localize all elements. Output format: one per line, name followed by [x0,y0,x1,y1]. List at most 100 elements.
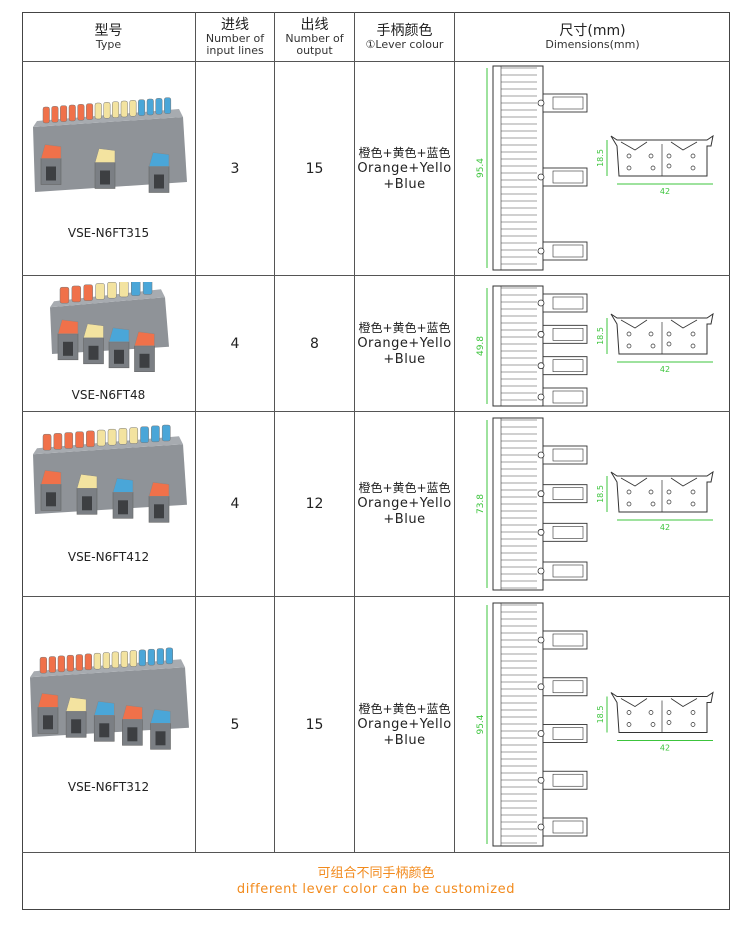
side-view-hole [626,331,632,337]
product-image [50,282,169,372]
length-dimension-label: 49.8 [476,336,486,356]
side-view-hole [648,710,654,715]
model-name: VSE-N6FT315 [67,226,150,240]
height-dimension-label: 18.5 [596,327,605,345]
product-image [32,424,187,523]
side-view-hole [690,153,696,159]
output-lever [118,428,127,445]
output-lever [63,432,73,449]
side-view-hole [690,489,696,495]
output-lever [94,102,102,120]
header-output-cn: 出线 [300,16,329,33]
input-hole [153,174,164,189]
output-lever [165,647,173,665]
input-hole [99,723,110,738]
column-divider [354,12,355,852]
output-lever [120,650,128,668]
side-view-hole [626,165,632,171]
output-lever [74,431,84,448]
footer-note-en: different lever color can be customized [236,881,516,897]
output-lever [119,282,129,298]
output-lever [76,104,84,121]
lever-color-en1: Orange+Yello [357,496,452,511]
output-lever [96,429,106,447]
input-lever [134,331,155,347]
header-type: 型号 Type [22,12,195,61]
input-hole [63,341,73,356]
output-lever [84,653,92,671]
header-dim-cn: 尺寸(mm) [559,22,626,39]
input-hole [43,715,53,730]
footer-note: 可组合不同手柄颜色 different lever color can be c… [22,853,730,910]
lever-color-cn: 橙色+黄色+蓝色 [358,320,451,335]
dimension-drawing: 49.8 18.5 42 [476,285,714,407]
input-hole [45,492,56,507]
side-view-hole [626,501,632,507]
side-view-hole [626,489,632,495]
header-dim-en: Dimensions(mm) [545,37,640,51]
input-lever [112,478,133,493]
input-lever [83,323,104,339]
model-name: VSE-N6FT48 [71,388,146,402]
side-view-hole [690,165,696,171]
column-divider [195,12,196,852]
input-lines-value: 4 [230,496,240,512]
output-lever [161,424,171,442]
side-view-hole [666,499,672,505]
lever-color-cn: 橙色+黄色+蓝色 [358,701,451,716]
side-view-hole [690,331,696,337]
output-lever [107,428,116,446]
length-dimension-label: 73.8 [476,494,486,514]
side-view-hole [648,153,654,159]
output-lever [107,282,117,299]
output-lever [59,105,67,122]
footer-note-cn: 可组合不同手柄颜色 [317,865,435,881]
header-input-en1: Number of [205,31,265,45]
output-lever [39,656,47,674]
output-lever [68,104,76,122]
side-view-hole [666,153,672,159]
output-lever [131,282,141,296]
column-divider [274,12,275,852]
output-lever [93,652,101,670]
connector-body [32,444,187,514]
output-lever [85,103,93,120]
drawing-input-port [542,93,588,113]
output-lever [139,426,149,443]
input-hole [45,166,56,181]
column-divider [454,12,455,852]
side-view-hole [666,720,672,725]
row-divider [22,596,730,597]
model-name: VSE-N6FT412 [67,550,150,564]
output-lever [42,433,51,451]
header-color-en: ①Lever colour [365,37,444,51]
side-view-hole [666,331,672,337]
input-hole [155,731,166,746]
input-lever [37,693,59,708]
input-lever [148,482,169,497]
input-hole [117,500,128,515]
header-type-en: Type [95,37,122,51]
output-lever [102,102,110,119]
output-lever [75,654,83,671]
input-lines-value: 3 [230,160,240,177]
input-lever [76,474,97,489]
input-lever [108,327,130,343]
input-hole [99,170,110,185]
drawing-strip [492,65,544,271]
side-view-hole [626,722,632,727]
width-dimension-label: 42 [660,365,670,374]
input-hole [88,345,99,360]
output-lever [146,98,154,116]
output-lever [42,106,50,124]
output-lever [66,654,74,672]
input-hole [153,504,164,519]
header-input-cn: 进线 [221,16,249,33]
input-hole [71,719,82,734]
side-view-hole [648,489,654,495]
side-view-hole [626,710,632,715]
output-lever [57,655,65,673]
